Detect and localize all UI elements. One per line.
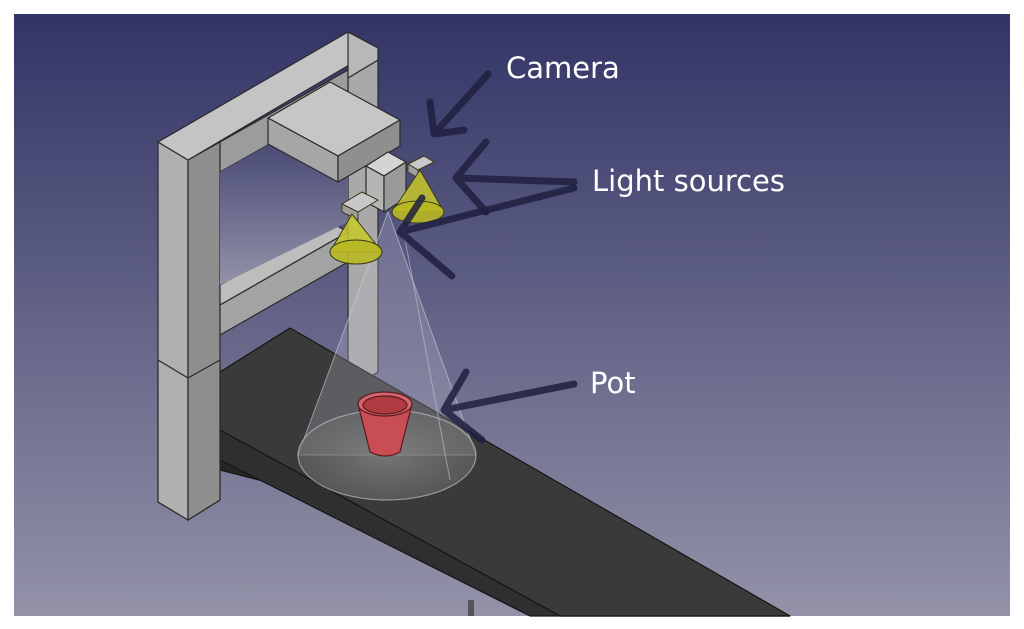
pot-opening [362,395,408,415]
scene-content [157,31,791,617]
lamp-left-base [329,239,383,265]
label-pot: Pot [590,366,636,400]
label-light-sources: Light sources [592,164,785,198]
annotation-arrows [396,70,578,444]
arrow-icon-pot [440,368,578,444]
arrow-icon-camera [426,70,492,138]
frame-right-column-top [347,31,379,79]
pot-body [357,403,413,457]
conveyor-leg [468,600,474,616]
frame [157,31,401,521]
frame-left-column-lower [157,358,189,522]
frame-left-column-lower-side [187,358,221,522]
light-cone-icon-right [391,155,445,224]
pot-icon [357,391,413,457]
label-camera: Camera [506,51,620,85]
camera-arm-side [337,119,401,183]
view-cone-edge [399,211,451,481]
light-cone-icon-left [329,191,384,265]
arrow-icon-light-left [396,184,578,280]
arrow-icon-light-right [452,138,578,216]
